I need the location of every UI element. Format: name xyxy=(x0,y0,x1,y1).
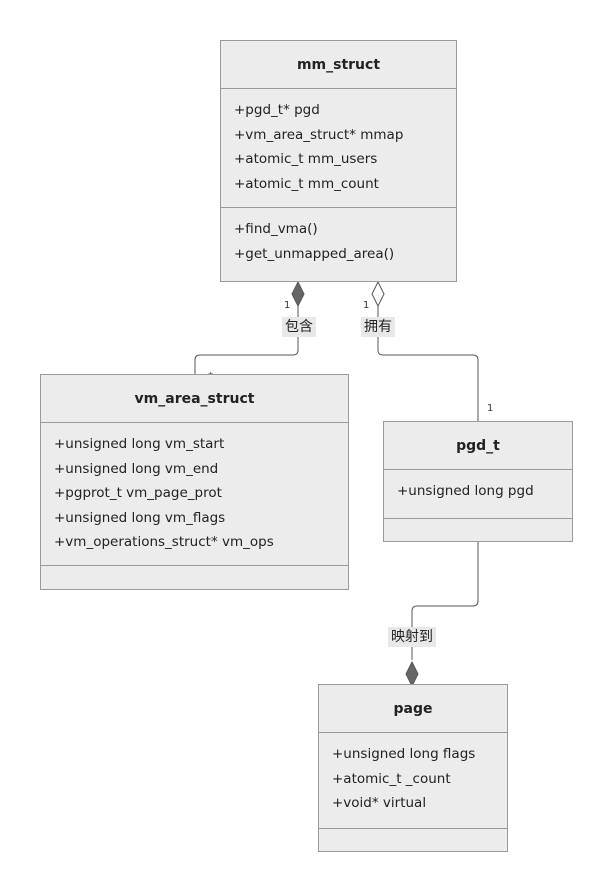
attribute: +atomic_t mm_users xyxy=(234,151,378,167)
methods-section: +find_vma() +get_unmapped_area() xyxy=(221,208,456,281)
class-name: vm_area_struct xyxy=(41,375,348,423)
attribute: +vm_area_struct* mmap xyxy=(234,126,404,143)
methods-section xyxy=(319,829,507,851)
class-name: page xyxy=(319,685,507,733)
owns-diamond xyxy=(371,280,385,308)
contains-label: 包含 xyxy=(282,317,316,337)
contains-diamond xyxy=(291,280,305,308)
methods-section xyxy=(41,566,348,589)
maps-to-link xyxy=(411,542,479,660)
class-name: pgd_t xyxy=(384,422,572,470)
attribute: +atomic_t mm_count xyxy=(234,175,379,192)
method: +find_vma() xyxy=(234,221,318,237)
attribute: +unsigned long vm_end xyxy=(54,460,219,477)
maps-to-label: 映射到 xyxy=(388,627,436,647)
owns-link xyxy=(377,306,479,421)
attribute: +vm_operations_struct* vm_ops xyxy=(54,534,274,550)
owns-label: 拥有 xyxy=(361,317,395,337)
attributes-section: +unsigned long flags +atomic_t _count +v… xyxy=(319,733,507,829)
maps-to-diamond xyxy=(405,660,419,688)
contains-link xyxy=(194,306,299,374)
attribute: +unsigned long pgd xyxy=(397,483,534,499)
attribute: +unsigned long vm_start xyxy=(54,436,225,452)
attribute: +pgprot_t vm_page_prot xyxy=(54,485,222,501)
attribute: +void* virtual xyxy=(332,795,427,811)
contains-source-multiplicity: 1 xyxy=(284,300,291,311)
class-page[interactable]: page +unsigned long flags +atomic_t _cou… xyxy=(318,684,508,852)
attributes-section: +unsigned long pgd xyxy=(384,470,572,519)
class-name: mm_struct xyxy=(221,41,456,89)
attribute: +pgd_t* pgd xyxy=(234,102,320,118)
attribute: +unsigned long vm_flags xyxy=(54,509,226,526)
attributes-section: +pgd_t* pgd +vm_area_struct* mmap +atomi… xyxy=(221,89,456,208)
owns-source-multiplicity: 1 xyxy=(363,300,370,311)
class-pgd-t[interactable]: pgd_t +unsigned long pgd xyxy=(383,421,573,542)
attribute: +unsigned long flags xyxy=(332,746,476,762)
attributes-section: +unsigned long vm_start +unsigned long v… xyxy=(41,423,348,566)
methods-section xyxy=(384,519,572,541)
method: +get_unmapped_area() xyxy=(234,245,395,262)
class-vm-area-struct[interactable]: vm_area_struct +unsigned long vm_start +… xyxy=(40,374,349,590)
class-mm-struct[interactable]: mm_struct +pgd_t* pgd +vm_area_struct* m… xyxy=(220,40,457,282)
owns-target-multiplicity: 1 xyxy=(487,403,494,414)
attribute: +atomic_t _count xyxy=(332,770,451,787)
